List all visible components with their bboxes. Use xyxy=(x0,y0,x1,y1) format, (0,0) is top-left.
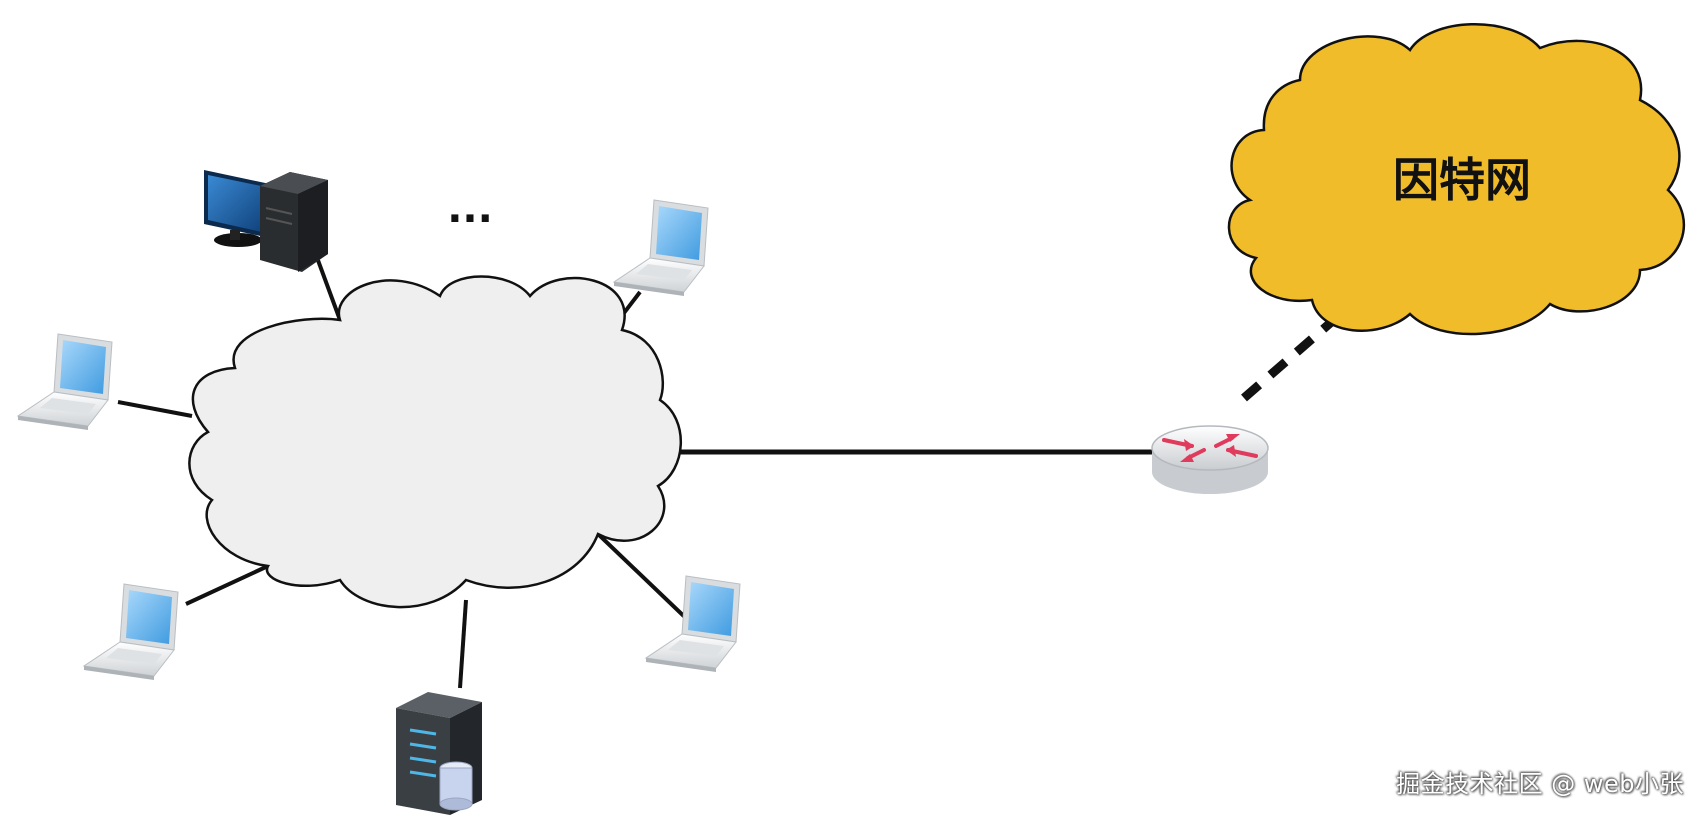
internet-cloud: 因特网 xyxy=(1227,22,1686,336)
laptop-icon xyxy=(17,333,113,431)
laptop-icon xyxy=(613,199,709,297)
laptop-icon xyxy=(83,583,179,681)
connection-lines xyxy=(117,243,1339,689)
link-router-internet xyxy=(1241,314,1339,402)
local-network-cloud xyxy=(188,275,683,609)
link-laptop-left-cloud xyxy=(117,400,193,418)
desktop-computer-icon xyxy=(204,170,328,272)
link-laptop-bottom-left-cloud xyxy=(185,564,269,606)
link-laptop-bottom-right-cloud xyxy=(596,532,692,624)
laptop-icon xyxy=(645,575,741,673)
server-icon xyxy=(396,692,482,815)
more-devices-ellipsis: ... xyxy=(447,186,493,232)
watermark: 掘金技术社区 @ web小张 xyxy=(1396,770,1684,798)
link-server-cloud xyxy=(458,599,468,689)
router-icon xyxy=(1151,425,1269,494)
internet-label: 因特网 xyxy=(1393,153,1531,207)
